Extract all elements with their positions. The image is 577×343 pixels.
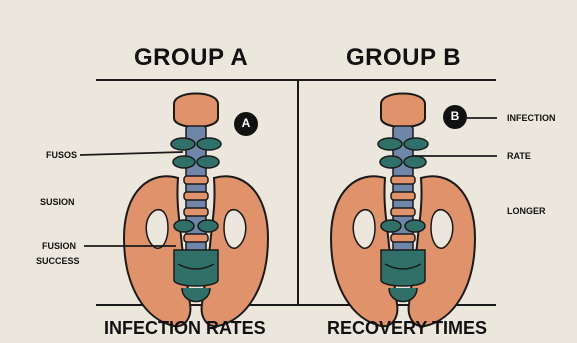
group-a-footer: INFECTION RATES xyxy=(104,318,266,339)
label-susion: SUSION xyxy=(40,195,75,210)
group-a-title: GROUP A xyxy=(134,44,248,72)
group-b-badge: B xyxy=(449,109,461,123)
label-success: SUCCESS xyxy=(36,254,80,269)
label-rate: RATE xyxy=(507,149,531,164)
group-b-footer: RECOVERY TIMES xyxy=(327,318,487,339)
leader-fusos xyxy=(80,152,183,155)
label-fusos: FUSOS xyxy=(46,148,77,163)
label-infection: INFECTION xyxy=(507,111,556,126)
group-a-badge: A xyxy=(240,116,252,130)
group-b-title: GROUP B xyxy=(346,44,461,72)
label-fusion: FUSION xyxy=(42,239,76,254)
label-longer: LONGER xyxy=(507,204,546,219)
